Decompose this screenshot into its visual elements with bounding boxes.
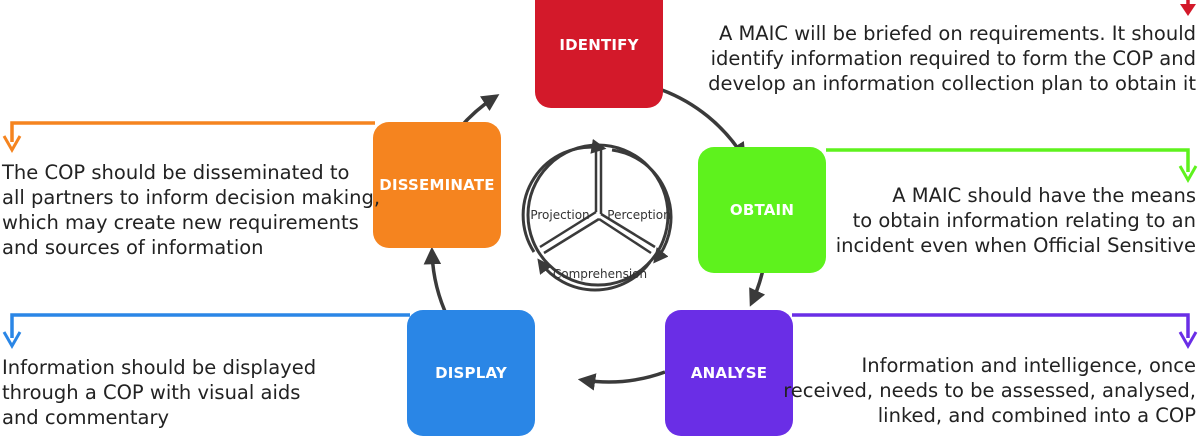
arc-analyse-to-display [577,370,666,391]
comprehension-label: Comprehension [553,267,647,281]
arc-display-to-disseminate [423,246,450,319]
disseminate-desc-line: The COP should be disseminated to [2,161,350,184]
obtain-desc-line: to obtain information relating to an [852,209,1196,232]
connectors [2,0,1198,350]
display-desc-line: through a COP with visual aids [2,381,301,404]
obtain-desc-line: A MAIC should have the means [892,184,1196,207]
analyse-desc-line: received, needs to be assessed, analysed… [783,379,1196,402]
perception-label: Perception [607,208,670,222]
disseminate-desc-line: and sources of information [2,236,264,259]
obtain-connector [826,148,1190,172]
display-label: DISPLAY [435,364,507,382]
cycle-diagram: Projection Perception Comprehension [2,0,1198,391]
awareness-cycle: Projection Perception Comprehension [521,138,673,292]
display-desc-line: Information should be displayed [2,356,317,379]
display-connector [10,313,410,338]
obtain-desc-line: incident even when Official Sensitive [835,234,1196,257]
projection-label: Projection [530,208,589,222]
obtain-box: OBTAIN [698,147,826,273]
display-description: Information should be displayed through … [2,355,316,430]
display-box: DISPLAY [407,310,535,436]
disseminate-description: The COP should be disseminated to all pa… [2,160,380,260]
identify-description: A MAIC will be briefed on requirements. … [708,21,1196,96]
analyse-description: Information and intelligence, once recei… [783,353,1196,428]
identify-box: IDENTIFY [535,0,663,108]
disseminate-desc-line: which may create new requirements [2,211,359,234]
display-desc-line: and commentary [2,406,170,429]
obtain-description: A MAIC should have the means to obtain i… [836,183,1196,258]
identify-label: IDENTIFY [559,36,639,54]
analyse-connector [792,313,1190,338]
identify-desc-line: identify information required to form th… [710,47,1196,70]
obtain-label: OBTAIN [729,201,795,219]
identify-desc-line: A MAIC will be briefed on requirements. … [718,22,1196,45]
analyse-label: ANALYSE [690,364,768,382]
analyse-box: ANALYSE [665,310,793,436]
analyse-desc-line: Information and intelligence, once [861,354,1197,377]
analyse-desc-line: linked, and combined into a COP [877,404,1196,427]
disseminate-connector [10,121,375,142]
disseminate-box: DISSEMINATE [373,122,501,248]
disseminate-label: DISSEMINATE [379,176,495,194]
identify-desc-line: develop an information collection plan t… [708,72,1196,95]
disseminate-desc-line: all partners to inform decision making, [2,186,381,209]
